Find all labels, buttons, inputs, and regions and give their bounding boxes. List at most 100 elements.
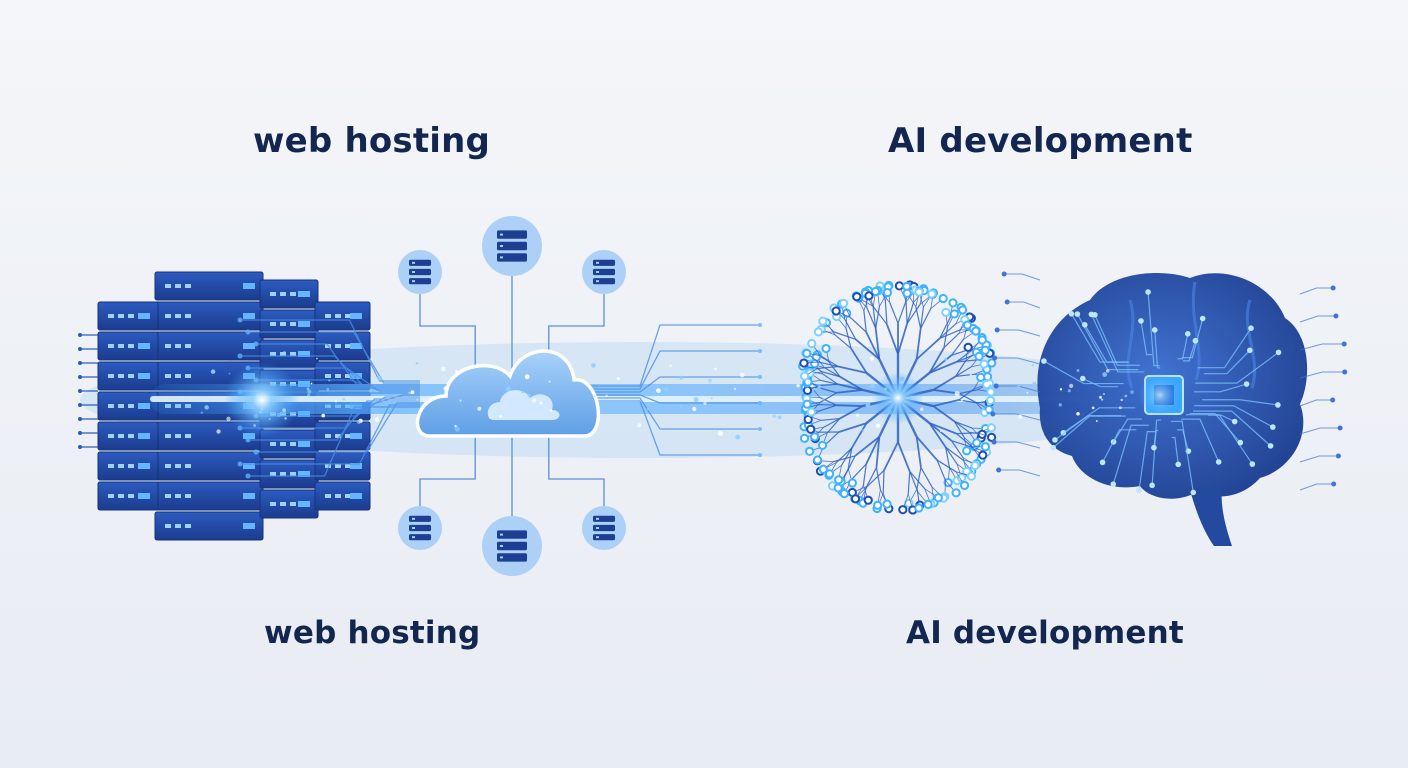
rack-led: [325, 434, 331, 438]
neural-branch: [955, 366, 972, 377]
particle: [663, 387, 669, 392]
rack-cable-end: [78, 347, 82, 351]
server-icon-led: [596, 517, 599, 520]
neural-node: [971, 326, 981, 336]
rack-cable-end: [78, 431, 82, 435]
rack-led: [185, 314, 191, 318]
brain-node: [1138, 318, 1144, 324]
particle: [204, 405, 209, 410]
trace-line: [256, 379, 420, 392]
circuit-traces: [237, 317, 762, 479]
brain-node: [1270, 424, 1276, 430]
neural-branch: [875, 306, 880, 329]
neural-node: [978, 450, 988, 460]
neural-branch: [953, 421, 965, 438]
brain-node: [1199, 315, 1206, 322]
neural-node: [870, 286, 881, 297]
brain-trace: [1207, 414, 1235, 423]
rack-led: [243, 343, 255, 349]
particle: [585, 383, 588, 387]
neural-branch: [959, 389, 978, 395]
server-icon-unit: [593, 524, 615, 532]
server-icon-led: [596, 536, 599, 539]
neural-node: [941, 307, 951, 317]
rack-led: [165, 434, 171, 438]
neural-node: [802, 399, 812, 409]
neural-branch: [939, 318, 951, 339]
brain-node: [1247, 347, 1253, 354]
neural-branch: [820, 355, 839, 368]
particle: [1058, 403, 1062, 407]
rack-led: [335, 434, 341, 438]
neural-branch: [928, 354, 953, 374]
server-icon-led: [500, 245, 503, 247]
brain-node: [1215, 459, 1222, 465]
trace-node: [758, 323, 762, 327]
particle: [228, 372, 231, 375]
brain-trace: [1094, 314, 1140, 366]
caption-ai-development-bottom: AI development: [906, 615, 1184, 651]
brain-node: [1335, 453, 1341, 459]
brain-node: [1248, 325, 1254, 331]
neural-node: [894, 281, 904, 291]
rack-led: [270, 502, 276, 506]
neural-branch: [950, 338, 965, 356]
particle: [960, 399, 964, 402]
brain-node: [1041, 358, 1047, 364]
rack-led: [298, 351, 310, 357]
title-ai-development-top: AI development: [888, 121, 1193, 161]
neural-node: [938, 293, 948, 304]
trace-line: [248, 406, 420, 477]
neural-node: [898, 505, 908, 515]
particle: [408, 391, 412, 395]
trace-node: [253, 341, 259, 347]
particle: [1099, 395, 1102, 399]
trace-node: [758, 427, 762, 431]
server-icon-unit: [409, 278, 431, 285]
brain-node: [1082, 322, 1088, 328]
particle: [489, 416, 492, 419]
neural-branch: [845, 328, 852, 349]
server-icon-unit: [593, 278, 615, 285]
neural-node: [962, 446, 972, 456]
particle: [954, 391, 960, 397]
rack-led: [280, 322, 286, 326]
rack-led: [175, 464, 181, 468]
particle: [1076, 369, 1080, 372]
brain-trace: [1299, 483, 1334, 491]
particle: [679, 375, 684, 380]
brain-trace: [1181, 418, 1220, 463]
particle: [987, 381, 992, 385]
particle: [334, 399, 338, 403]
neural-node: [847, 478, 857, 488]
neural-branch: [837, 383, 863, 391]
brain-trace: [1138, 431, 1156, 491]
particle: [777, 415, 782, 420]
brain-trace: [1153, 429, 1159, 448]
neural-branch: [951, 440, 971, 448]
neural-branch: [906, 302, 915, 324]
brain-node: [1068, 310, 1075, 317]
glow-point-right: [1138, 373, 1182, 417]
neural-branch: [875, 467, 881, 490]
particle: [646, 407, 650, 411]
brain-trace: [1197, 327, 1252, 369]
particle: [1032, 381, 1037, 386]
neural-node: [873, 500, 883, 510]
server-icon-unit: [593, 515, 615, 522]
neural-branch: [920, 308, 932, 329]
neural-branch: [916, 467, 922, 490]
brain-trace: [1195, 351, 1279, 384]
neural-branch: [818, 403, 837, 406]
particle: [875, 423, 881, 429]
brain-trace: [1140, 320, 1153, 356]
particle: [939, 430, 942, 433]
rack-led: [325, 494, 331, 498]
brain-trace: [1299, 343, 1345, 351]
neural-branch: [874, 328, 881, 360]
particle: [454, 369, 458, 373]
rack-led: [243, 493, 255, 499]
server-icon-led: [596, 280, 599, 283]
particle: [531, 398, 537, 403]
brain-trace: [1193, 383, 1247, 393]
